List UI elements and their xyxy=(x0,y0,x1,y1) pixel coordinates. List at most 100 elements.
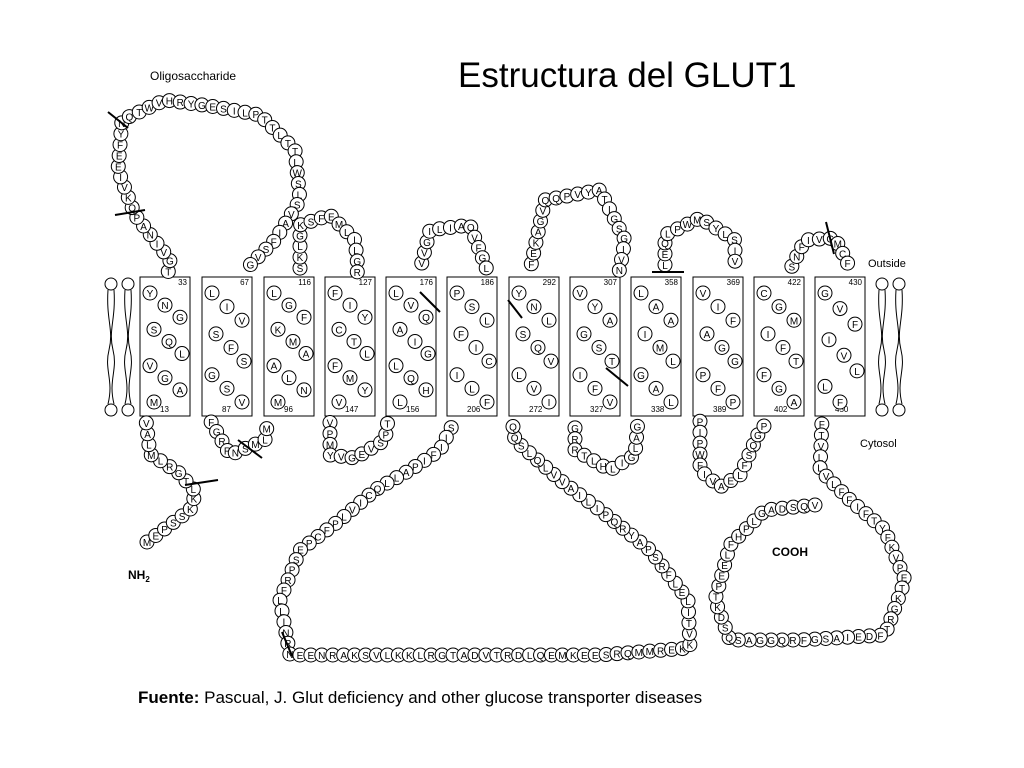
residue-letter: G xyxy=(628,453,636,464)
residue-circle xyxy=(725,312,741,328)
helix-residue: L xyxy=(849,363,865,379)
helix-residue: I xyxy=(468,340,484,355)
residue-letter: S xyxy=(448,424,455,435)
helix-residue: F xyxy=(587,380,603,396)
residue-letter: S xyxy=(518,441,525,452)
residue-circle xyxy=(576,326,592,342)
helix-residue: L xyxy=(174,346,190,362)
residue-letter: M xyxy=(274,398,282,409)
residue-circle xyxy=(146,394,162,410)
residue-circle xyxy=(760,326,776,342)
residue-letter: M xyxy=(635,648,643,659)
residue-letter: P xyxy=(306,539,313,550)
residue-circle xyxy=(611,262,627,278)
residue-letter: H xyxy=(422,386,429,397)
residue-letter: L xyxy=(469,384,475,395)
residue-letter: E xyxy=(727,477,734,488)
residue-letter: A xyxy=(718,482,725,493)
residue-circle xyxy=(832,301,848,317)
residue-letter: Q xyxy=(778,636,786,647)
cut-mark xyxy=(114,209,146,216)
helix-residue: G xyxy=(204,367,220,383)
residue-letter: P xyxy=(897,564,904,575)
residue-letter: L xyxy=(277,596,283,607)
helix-residue: S xyxy=(236,353,252,369)
residue-circle xyxy=(349,264,365,280)
residue-letter: L xyxy=(591,457,597,468)
residue-letter: V xyxy=(700,289,707,300)
residue-letter: G xyxy=(247,261,255,272)
residue-circle xyxy=(849,363,865,379)
residue-letter: Q xyxy=(128,204,136,215)
residue-circle xyxy=(420,346,436,362)
residue-circle xyxy=(648,299,664,315)
residue-letter: G xyxy=(208,371,216,382)
helix-residue: Y xyxy=(357,309,373,325)
residue-letter: A xyxy=(791,398,798,409)
residue-letter: L xyxy=(364,350,370,361)
residue-letter: I xyxy=(359,498,362,509)
residue-letter: L xyxy=(751,517,757,528)
helix-top-number: 127 xyxy=(359,278,373,287)
helix-residue: M xyxy=(146,394,162,410)
residue-letter: K xyxy=(125,193,132,204)
helix-residue: M xyxy=(285,333,301,349)
residue-letter: L xyxy=(854,367,860,378)
loop-residue: V xyxy=(727,253,743,269)
residue-letter: I xyxy=(596,504,599,515)
residue-letter: Y xyxy=(879,524,886,535)
helix-residue: I xyxy=(541,394,557,410)
residue-letter: L xyxy=(209,289,215,300)
residue-circle xyxy=(146,321,162,337)
residue-letter: G xyxy=(775,384,783,395)
residue-letter: E xyxy=(297,651,304,662)
loop-residue: M xyxy=(259,421,275,437)
residue-letter: E xyxy=(718,571,725,582)
residue-letter: G xyxy=(718,344,726,355)
cut-mark xyxy=(184,479,219,486)
residue-letter: V xyxy=(288,210,295,221)
residue-letter: P xyxy=(327,429,334,440)
nh2-label: NH2 xyxy=(128,568,150,584)
residue-letter: I xyxy=(828,336,831,347)
helix-top-number: 116 xyxy=(298,278,311,287)
cooh-label: COOH xyxy=(772,545,808,559)
residue-circle xyxy=(604,353,620,369)
residue-letter: I xyxy=(703,470,706,481)
residue-letter: I xyxy=(548,398,551,409)
residue-letter: T xyxy=(713,592,719,603)
residue-letter: M xyxy=(646,647,654,658)
residue-letter: L xyxy=(822,382,828,393)
loop-residue: I xyxy=(727,242,743,258)
residue-letter: G xyxy=(571,424,579,435)
residue-letter: F xyxy=(318,214,324,225)
lipid-tail xyxy=(127,289,132,405)
helix-residue: V xyxy=(234,394,250,410)
residue-circle xyxy=(710,299,726,315)
residue-circle xyxy=(817,378,833,394)
lipid-tail xyxy=(107,289,112,405)
lipid-tail xyxy=(124,289,129,405)
residue-circle xyxy=(266,285,282,301)
helix-residue: I xyxy=(342,297,358,313)
residue-letter: F xyxy=(430,450,436,461)
residue-letter: G xyxy=(296,231,304,242)
residue-letter: Y xyxy=(362,313,369,324)
residue-letter: D xyxy=(779,504,786,515)
helix-residue: V xyxy=(234,312,250,328)
residue-letter: K xyxy=(275,325,282,336)
residue-letter: G xyxy=(775,303,783,314)
residue-letter: T xyxy=(384,419,390,430)
residue-letter: V xyxy=(531,384,538,395)
residue-letter: Y xyxy=(188,99,195,110)
helix-residue: V xyxy=(142,358,158,374)
residue-letter: V xyxy=(147,362,154,373)
helix-residue: P xyxy=(725,394,741,410)
residue-letter: Q xyxy=(749,441,757,452)
residue-letter: S xyxy=(295,180,302,191)
residue-letter: F xyxy=(117,141,123,152)
residue-letter: F xyxy=(271,237,277,248)
residue-letter: L xyxy=(483,264,489,275)
helix-residue: F xyxy=(453,326,469,342)
